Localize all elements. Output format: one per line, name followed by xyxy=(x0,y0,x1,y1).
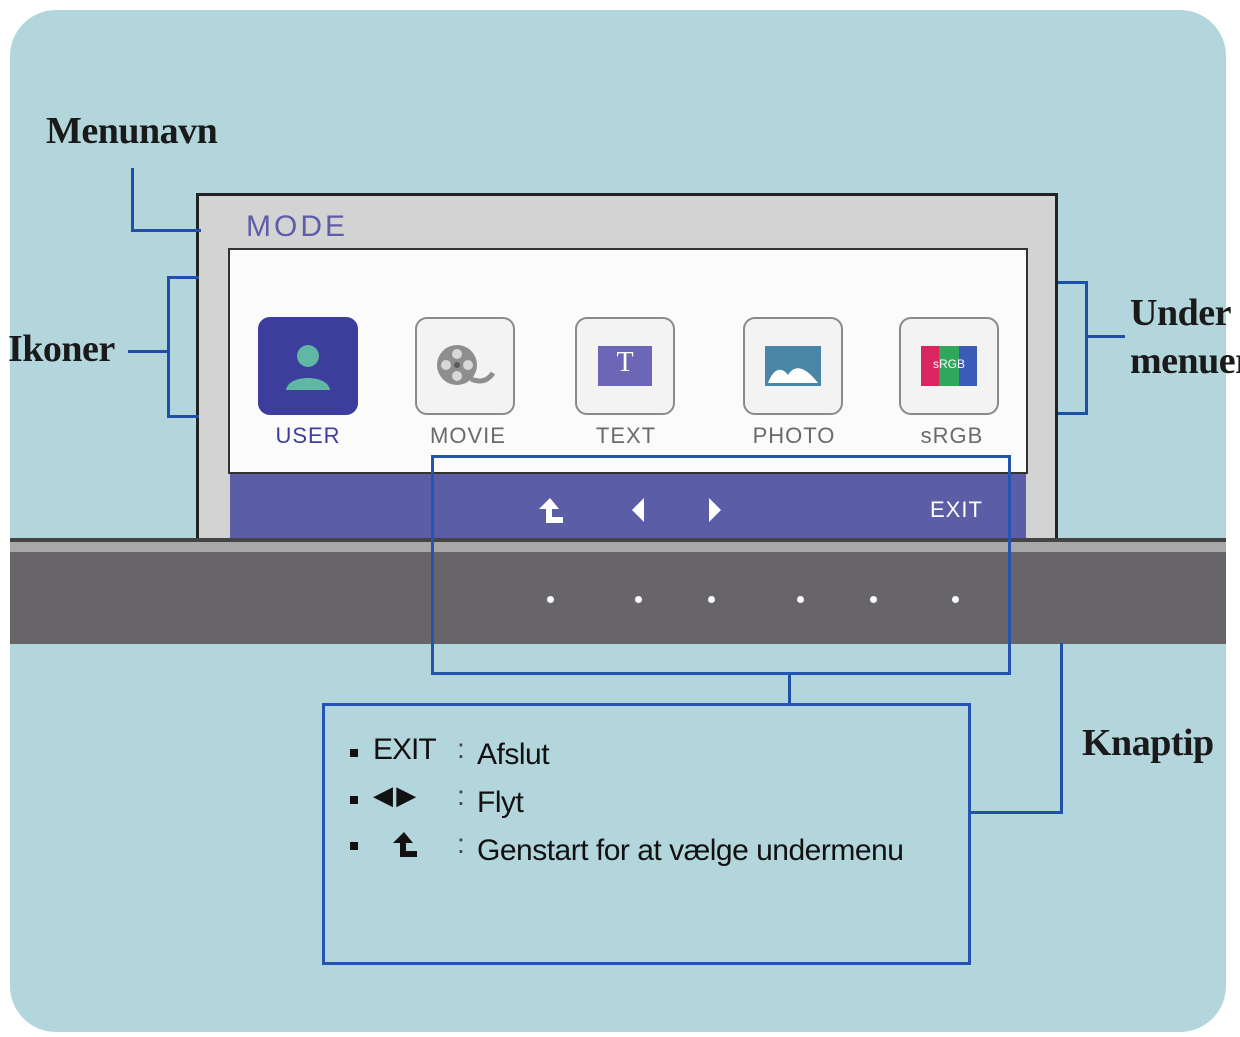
tip-row-move: ◀ ▶ : Flyt xyxy=(350,780,950,822)
monitor-bezel-highlight xyxy=(10,542,1226,552)
button-tip-connector xyxy=(1060,643,1063,814)
tip-colon: : xyxy=(457,828,465,859)
srgb-icon-text: sRGB xyxy=(932,357,965,371)
icons-bracket xyxy=(167,276,170,418)
arrow-left-icon[interactable] xyxy=(630,497,646,523)
tip-desc-exit: Afslut xyxy=(477,738,550,771)
restart-arrow-icon xyxy=(393,832,417,857)
osd-item-text[interactable]: T xyxy=(575,317,675,415)
monitor-button-dot[interactable] xyxy=(635,596,642,603)
submenus-connector xyxy=(1085,335,1125,338)
tip-row-exit: EXIT : Afslut xyxy=(350,733,950,773)
bullet xyxy=(350,749,358,757)
monitor-button-dot[interactable] xyxy=(797,596,804,603)
icons-bracket xyxy=(167,276,199,279)
tip-desc-restart: Genstart for at vælge undermenu xyxy=(477,834,904,867)
osd-label-user: USER xyxy=(275,423,341,448)
bullet xyxy=(350,842,358,850)
srgb-icon xyxy=(921,346,977,386)
tip-key-move: ◀ ▶ xyxy=(373,780,416,810)
menu-name-connector xyxy=(131,168,134,232)
submenus-bracket xyxy=(1058,281,1088,284)
callout-icons: Ikoner xyxy=(8,328,115,370)
callout-submenus-line2: menuer xyxy=(1130,340,1240,382)
button-tip-connector xyxy=(970,811,1063,814)
tip-colon: : xyxy=(457,733,465,764)
user-icon xyxy=(286,345,330,390)
osd-item-user[interactable] xyxy=(258,317,358,415)
button-highlight-box xyxy=(431,455,1011,675)
arrow-right-icon[interactable] xyxy=(707,497,723,523)
bullet xyxy=(350,796,358,804)
monitor-button-dot[interactable] xyxy=(547,596,554,603)
osd-exit-button[interactable]: EXIT xyxy=(930,497,983,522)
callout-menu-name: Menunavn xyxy=(46,110,218,152)
restart-arrow-icon[interactable] xyxy=(537,496,565,526)
submenus-bracket xyxy=(1085,281,1088,415)
text-icon xyxy=(598,346,652,386)
osd-item-srgb[interactable]: sRGB xyxy=(899,317,999,415)
monitor-bezel-edge xyxy=(10,538,1226,542)
tip-desc-move: Flyt xyxy=(477,786,524,819)
monitor-bezel xyxy=(10,552,1226,644)
osd-label-srgb: sRGB xyxy=(920,423,984,448)
text-icon-glyph: T xyxy=(616,347,634,378)
osd-item-photo[interactable] xyxy=(743,317,843,415)
monitor-button-dot[interactable] xyxy=(952,596,959,603)
button-tip-box xyxy=(322,703,971,965)
menu-name-connector xyxy=(131,229,201,232)
osd-item-movie[interactable] xyxy=(415,317,515,415)
submenus-bracket xyxy=(1058,412,1088,415)
highlight-to-tip-connector xyxy=(788,675,791,705)
icons-bracket xyxy=(167,415,199,418)
photo-icon xyxy=(765,346,821,386)
osd-label-text: TEXT xyxy=(595,423,657,448)
osd-label-movie: MOVIE xyxy=(430,423,506,448)
osd-label-photo: PHOTO xyxy=(752,423,836,448)
tip-row-restart: : Genstart for at vælge undermenu xyxy=(350,828,950,870)
tip-key-exit: EXIT xyxy=(373,733,437,766)
callout-button-tip: Knaptip xyxy=(1082,722,1214,764)
icons-connector xyxy=(128,350,170,353)
callout-submenus-line1: Under xyxy=(1130,292,1231,334)
monitor-button-dot[interactable] xyxy=(708,596,715,603)
osd-title: MODE xyxy=(246,210,348,243)
tip-colon: : xyxy=(457,780,465,811)
monitor-button-dot[interactable] xyxy=(870,596,877,603)
film-reel-icon xyxy=(437,345,496,385)
osd-button-bar xyxy=(230,474,1026,540)
